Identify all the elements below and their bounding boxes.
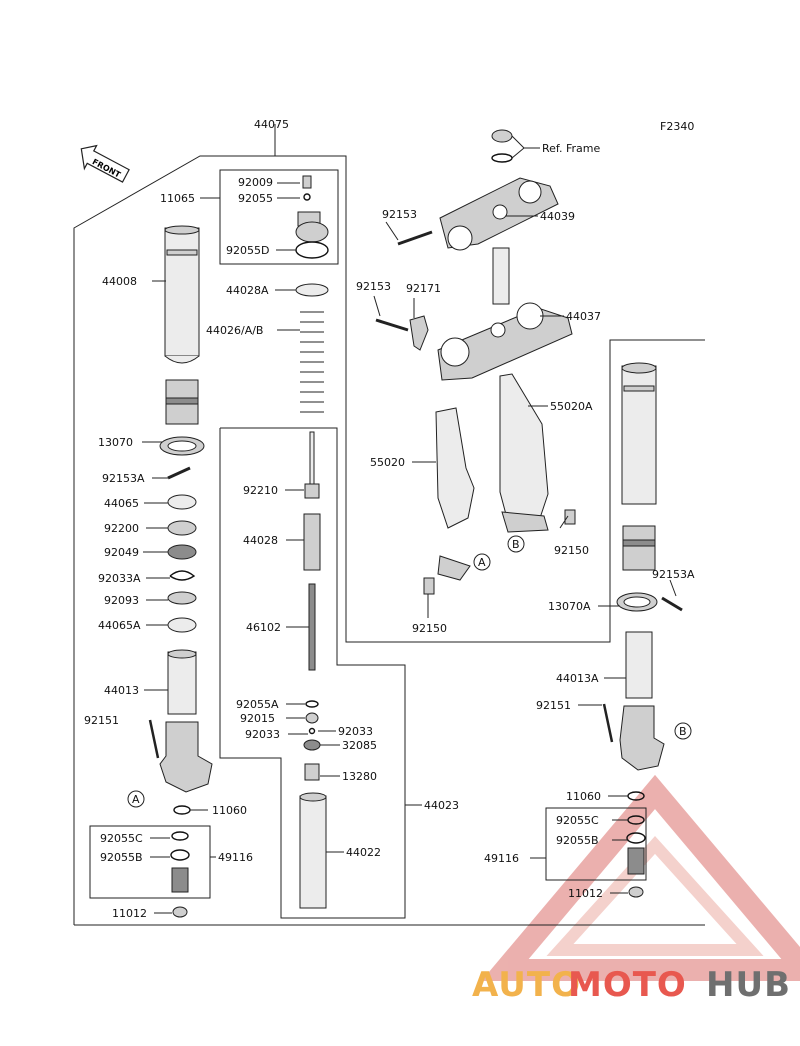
- svg-text:AUTO: AUTO: [472, 965, 581, 1005]
- triple-clamp-parts: [375, 129, 576, 595]
- callout-b-left: B: [512, 538, 520, 551]
- label-92055c-right: 92055C: [556, 814, 599, 827]
- label-13070a: 13070A: [548, 600, 591, 613]
- label-92153-mid: 92153: [356, 280, 391, 293]
- callout-b-right: B: [679, 725, 687, 738]
- label-92055b-left: 92055B: [100, 851, 143, 864]
- label-92150-bottom: 92150: [412, 622, 447, 635]
- label-32085: 32085: [342, 739, 377, 752]
- leader-lines: [142, 135, 677, 914]
- label-13070: 13070: [98, 436, 133, 449]
- watermark-logo: [481, 774, 800, 981]
- label-92055b-right: 92055B: [556, 834, 599, 847]
- label-92153-top: 92153: [382, 208, 417, 221]
- label-92055: 92055: [238, 192, 273, 205]
- label-92200: 92200: [104, 522, 139, 535]
- label-44065: 44065: [104, 497, 139, 510]
- callout-a-left: A: [132, 793, 140, 806]
- label-44013: 44013: [104, 684, 139, 697]
- label-92153a-left: 92153A: [102, 472, 145, 485]
- right-fork-parts: [602, 362, 683, 898]
- label-92151-right: 92151: [536, 699, 571, 712]
- label-92055a: 92055A: [236, 698, 279, 711]
- label-44065a: 44065A: [98, 619, 141, 632]
- label-49116-left: 49116: [218, 851, 253, 864]
- label-44037: 44037: [566, 310, 601, 323]
- label-11012-left: 11012: [112, 907, 147, 920]
- label-11065: 11065: [160, 192, 195, 205]
- assembly-outline-44075: [73, 155, 705, 925]
- label-92151-left: 92151: [84, 714, 119, 727]
- label-92033-left: 92033: [245, 728, 280, 741]
- label-44022: 44022: [346, 846, 381, 859]
- label-49116-right: 49116: [484, 852, 519, 865]
- left-fork-parts: [148, 225, 213, 918]
- label-13280: 13280: [342, 770, 377, 783]
- label-55020a: 55020A: [550, 400, 593, 413]
- label-92171: 92171: [406, 282, 441, 295]
- callout-markers: A A B B: [127, 535, 692, 808]
- figure-code: F2340: [660, 120, 694, 133]
- part-labels: 44075 11065 92009 92055 92055D 44008 440…: [84, 118, 695, 920]
- label-92015: 92015: [240, 712, 275, 725]
- label-44013a: 44013A: [556, 672, 599, 685]
- label-92210: 92210: [243, 484, 278, 497]
- label-11060-left: 11060: [212, 804, 247, 817]
- label-92150-right: 92150: [554, 544, 589, 557]
- label-46102: 46102: [246, 621, 281, 634]
- callout-a-right: A: [478, 556, 486, 569]
- label-92033a: 92033A: [98, 572, 141, 585]
- label-44075: 44075: [254, 118, 289, 131]
- label-44023: 44023: [424, 799, 459, 812]
- label-44039: 44039: [540, 210, 575, 223]
- box-49116-left: [89, 825, 211, 899]
- label-92033-right: 92033: [338, 725, 373, 738]
- box-11065: [219, 169, 339, 265]
- label-44008: 44008: [102, 275, 137, 288]
- watermark-text: AUTO MOTO HUB: [472, 965, 791, 1005]
- label-44028a: 44028A: [226, 284, 269, 297]
- box-44023: [219, 427, 406, 919]
- front-arrow-icon: FRONT: [80, 144, 130, 183]
- label-92093: 92093: [104, 594, 139, 607]
- label-92153a-right: 92153A: [652, 568, 695, 581]
- label-ref-frame: Ref. Frame: [542, 142, 600, 155]
- svg-text:HUB: HUB: [706, 965, 791, 1005]
- label-92049: 92049: [104, 546, 139, 559]
- label-92055c-left: 92055C: [100, 832, 143, 845]
- box-49116-right: [545, 807, 647, 881]
- label-44028: 44028: [243, 534, 278, 547]
- label-92009: 92009: [238, 176, 273, 189]
- svg-text:MOTO: MOTO: [568, 965, 687, 1005]
- label-92055d: 92055D: [226, 244, 269, 257]
- label-44026: 44026/A/B: [206, 324, 263, 337]
- label-11012-right: 11012: [568, 887, 603, 900]
- label-55020: 55020: [370, 456, 405, 469]
- label-11060-right: 11060: [566, 790, 601, 803]
- center-parts: [295, 175, 329, 909]
